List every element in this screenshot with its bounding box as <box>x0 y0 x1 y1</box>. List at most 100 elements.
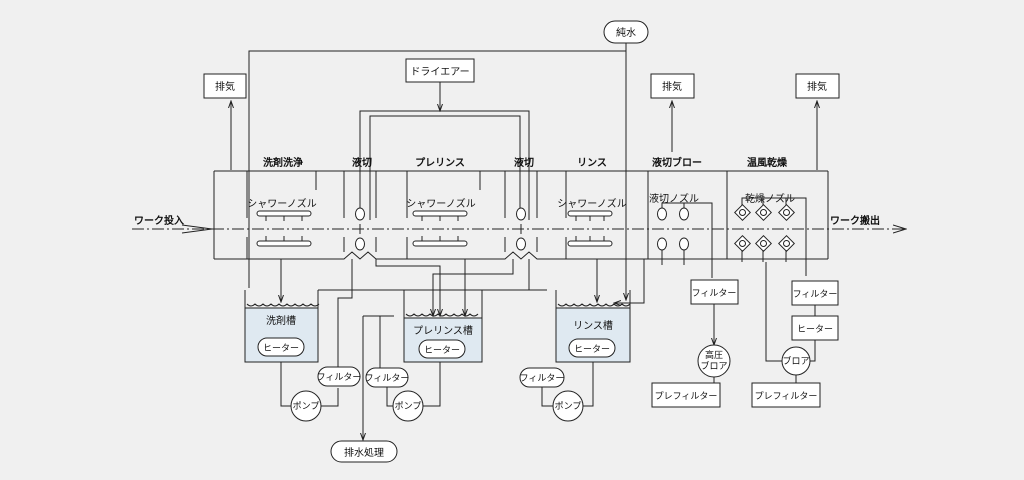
heater-1 <box>257 337 305 357</box>
shower-bar-upper-3 <box>567 210 613 217</box>
shower-bar-upper-1 <box>256 210 312 217</box>
dry-air-label: ドライエアー <box>410 66 469 78</box>
exhaust-3-label: 排気 <box>807 80 827 93</box>
heater-2-label: ヒーター <box>424 345 460 356</box>
filter-1-label: フィルター <box>317 372 362 383</box>
section-rinse: リンス <box>577 157 607 169</box>
section-detergent-wash: 洗剤洗浄 <box>263 156 303 169</box>
filter-1 <box>317 366 361 387</box>
heater-2 <box>418 339 466 359</box>
exhaust-1-box <box>203 73 247 99</box>
machine-bottom-edge <box>214 251 828 260</box>
hp-blower-label-1: 高圧 <box>705 349 723 361</box>
filter-5-label: フィルター <box>793 289 838 300</box>
drain-label: 排水処理 <box>344 446 384 459</box>
shower-spray-3 <box>575 216 605 241</box>
exhaust-2: 排気 <box>650 73 695 152</box>
drain-treatment: 排水処理 <box>330 315 398 463</box>
shower-spray-1 <box>265 216 303 241</box>
filter-2-label: フィルター <box>365 373 410 384</box>
exhaust-2-label: 排気 <box>662 80 682 93</box>
pump-1-label: ポンプ <box>293 401 320 412</box>
detergent-tank-label: 洗剤槽 <box>266 314 296 327</box>
heater-3-label: ヒーター <box>574 344 610 355</box>
pump-3-label: ポンプ <box>555 401 582 412</box>
cut-nozzle-icon <box>657 207 667 221</box>
partitions <box>246 171 627 259</box>
air-knife-2-upper-icon <box>516 207 526 221</box>
air-knife-1-lower-icon <box>355 237 365 251</box>
rinse-tank-label: リンス槽 <box>573 319 613 332</box>
pump-circuit-2: フィルター ポンプ <box>365 362 441 422</box>
air-knife-1 <box>355 207 365 251</box>
section-labels: 洗剤洗浄 液切 プレリンス 液切 リンス 液切ブロー 温風乾燥 <box>263 156 788 169</box>
pre-rinse-tank: プレリンス槽 ヒーター <box>403 290 483 363</box>
dry-air-header-outer <box>359 110 530 220</box>
dry-air-header-inner <box>369 115 521 220</box>
shower-nozzle-label-1: シャワーノズル <box>247 197 316 210</box>
dry-nozzles: 乾燥ノズル <box>734 192 807 276</box>
prefilter-1-label: プレフィルター <box>655 391 718 402</box>
section-warm-air-dry: 温風乾燥 <box>747 156 788 169</box>
blow-circuit: フィルター 高圧 ブロア プレフィルター <box>651 279 739 408</box>
exhaust-2-box <box>650 73 695 99</box>
prefilter-2 <box>751 382 821 408</box>
pump-circuit-3: フィルター ポンプ <box>519 362 594 422</box>
shower-bar-lower-3 <box>567 240 613 247</box>
shower-nozzles-3: シャワーノズル <box>557 197 627 247</box>
drain-box <box>330 440 398 463</box>
shower-bar-lower-2 <box>412 240 468 247</box>
air-knife-1-upper-icon <box>355 207 365 221</box>
hp-blower <box>697 344 731 378</box>
filter-4 <box>690 279 739 305</box>
blower-label: ブロア <box>782 355 809 367</box>
exhaust-1: 排気 <box>203 73 247 170</box>
dry-nozzle-icon <box>734 204 795 252</box>
work-in-arrow-upper <box>181 224 213 230</box>
section-pre-rinse: プレリンス <box>415 156 465 169</box>
blow-air-header <box>661 202 713 278</box>
section-liquid-cut-1: 液切 <box>352 156 372 169</box>
work-in-label: ワーク投入 <box>134 214 184 227</box>
cut-nozzle-icon <box>679 207 689 221</box>
detergent-tank: 洗剤槽 ヒーター <box>244 290 320 363</box>
heater-3 <box>568 338 616 358</box>
shower-nozzles-2: シャワーノズル <box>406 197 476 247</box>
cut-nozzle-icon <box>679 237 689 251</box>
pump-2-label: ポンプ <box>395 401 422 412</box>
pure-water-line-detergent <box>248 43 627 288</box>
pre-rinse-tank-label: プレリンス槽 <box>413 324 473 337</box>
shower-bar-lower-1 <box>256 240 312 247</box>
shower-nozzles-1: シャワーノズル <box>247 197 317 247</box>
hp-blower-label-2: ブロア <box>700 360 727 372</box>
air-knife-2 <box>516 207 526 251</box>
air-knife-2-lower-icon <box>516 237 526 251</box>
shower-spray-2 <box>421 216 459 241</box>
shower-nozzle-label-2: シャワーノズル <box>406 197 475 210</box>
filter-3-label: フィルター <box>520 373 565 384</box>
prefilter-1 <box>651 382 721 408</box>
filter-5 <box>791 280 839 306</box>
heater-1-label: ヒーター <box>263 343 299 354</box>
machine-body <box>213 170 829 260</box>
exhaust-3: 排気 <box>795 73 840 170</box>
cut-nozzle-icon <box>657 237 667 251</box>
prefilter-2-label: プレフィルター <box>755 391 818 402</box>
dry-air-supply: ドライエアー <box>359 58 530 220</box>
exhaust-1-label: 排気 <box>215 80 235 93</box>
rinse-tank: リンス槽 ヒーター <box>555 290 631 363</box>
filter-4-label: フィルター <box>692 288 737 299</box>
work-flow: ワーク投入 ワーク搬出 <box>132 214 906 234</box>
liquid-cut-nozzles: 液切ノズル <box>649 192 713 278</box>
exhaust-3-box <box>795 73 840 99</box>
dry-air-header <box>741 197 807 276</box>
pump-circuit-1: ポンプ フィルター <box>280 362 362 422</box>
section-liquid-cut-2: 液切 <box>514 156 534 169</box>
liquid-cut-nozzle-label: 液切ノズル <box>649 192 699 205</box>
dry-circuit: フィルター ヒーター ブロア プレフィルター <box>751 262 839 408</box>
heater-4-label: ヒーター <box>797 324 833 335</box>
pure-water-label: 純水 <box>616 26 636 39</box>
work-in-arrow-lower <box>181 228 213 234</box>
air-knife-nozzles <box>355 207 526 251</box>
